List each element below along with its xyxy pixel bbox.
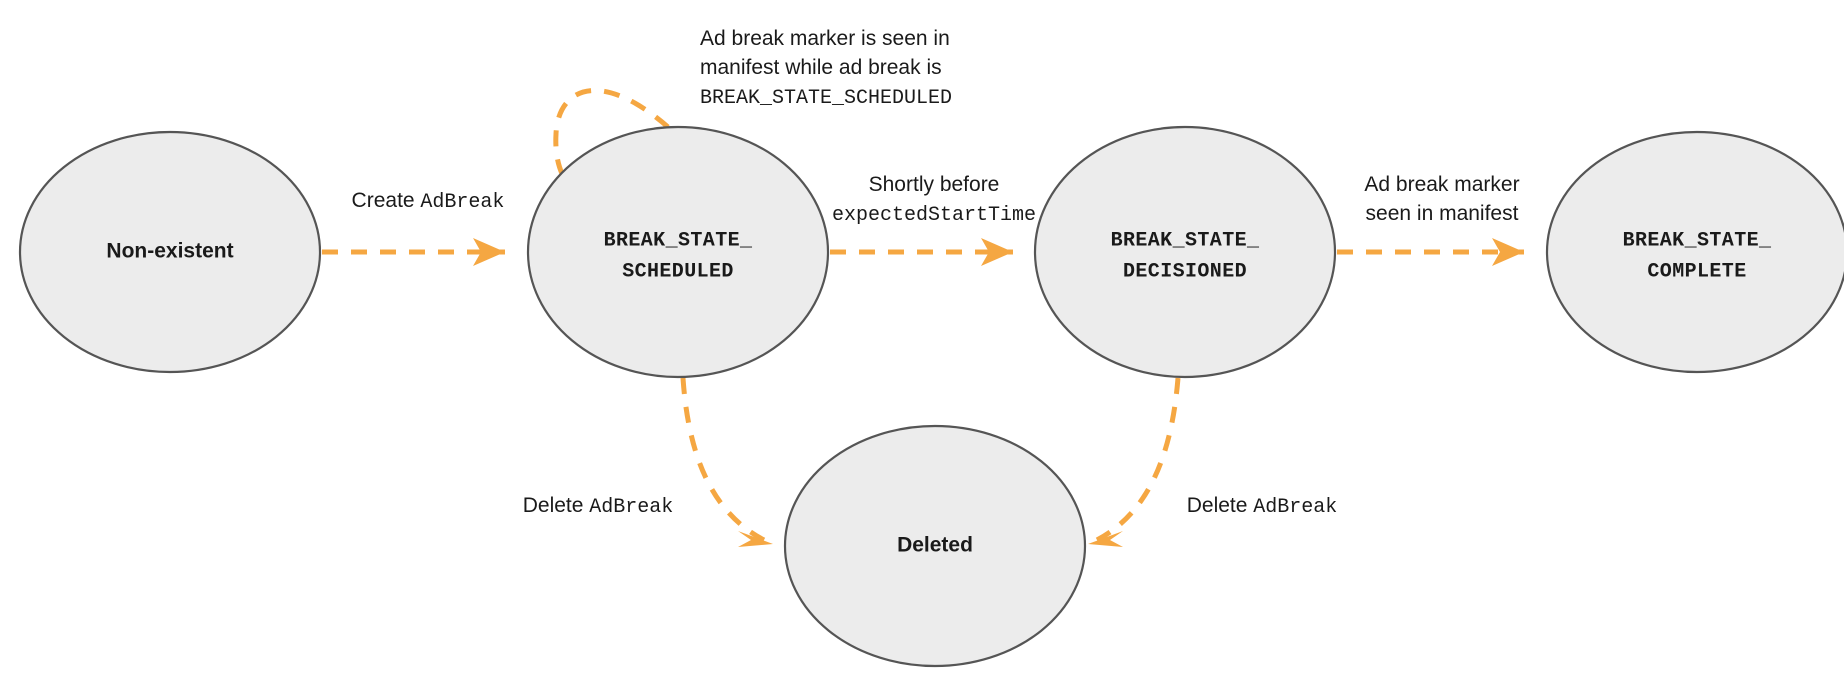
- node-non-existent-label: Non-existent: [106, 240, 233, 263]
- edge-label-layer: Create AdBreak Ad break marker is seen i…: [352, 27, 1520, 519]
- node-break-state-decisioned[interactable]: BREAK_STATE_ DECISIONED: [1033, 125, 1337, 379]
- edge-create-adbreak[interactable]: [322, 238, 505, 266]
- node-break-state-decisioned-label-line1: BREAK_STATE_: [1111, 229, 1260, 252]
- edge-delete-adbreak-from-decisioned-path: [1095, 377, 1181, 543]
- edge-shortly-before-expected-start-arrowhead: [981, 238, 1013, 266]
- edge-delete-adbreak-from-scheduled-path: [680, 377, 766, 543]
- node-break-state-scheduled-label-line1: BREAK_STATE_: [604, 229, 753, 252]
- edge-shortly-before-expected-start[interactable]: [830, 238, 1013, 266]
- edge-create-adbreak-arrowhead: [473, 238, 505, 266]
- edge-label-create-adbreak: Create AdBreak: [352, 189, 505, 214]
- edge-label-delete-adbreak-from-decisioned: Delete AdBreak: [1187, 494, 1338, 519]
- node-break-state-complete-label-line1: BREAK_STATE_: [1623, 229, 1772, 252]
- edge-marker-seen-in-manifest-arrowhead: [1492, 238, 1524, 266]
- node-break-state-complete-shape: [1545, 130, 1844, 374]
- node-break-state-scheduled-label-line2: SCHEDULED: [622, 260, 734, 283]
- edge-marker-seen-in-manifest[interactable]: [1337, 238, 1524, 266]
- node-break-state-scheduled-shape: [526, 125, 830, 379]
- node-break-state-complete[interactable]: BREAK_STATE_ COMPLETE: [1545, 130, 1844, 374]
- node-break-state-complete-label-line2: COMPLETE: [1647, 260, 1746, 283]
- node-non-existent[interactable]: Non-existent: [18, 130, 322, 374]
- node-deleted[interactable]: Deleted: [783, 424, 1087, 668]
- node-break-state-scheduled[interactable]: BREAK_STATE_ SCHEDULED: [526, 125, 830, 379]
- node-layer: Non-existent BREAK_STATE_ SCHEDULED BREA…: [18, 125, 1844, 668]
- node-deleted-label: Deleted: [897, 534, 973, 557]
- edge-delete-adbreak-from-decisioned[interactable]: [1088, 377, 1181, 547]
- edge-delete-adbreak-from-scheduled-arrowhead: [738, 531, 773, 547]
- node-break-state-decisioned-label-line2: DECISIONED: [1123, 260, 1247, 283]
- node-deleted-shape: [783, 424, 1087, 668]
- node-break-state-decisioned-shape: [1033, 125, 1337, 379]
- edge-label-delete-adbreak-from-scheduled: Delete AdBreak: [523, 494, 674, 519]
- node-non-existent-shape: [18, 130, 322, 374]
- edge-delete-adbreak-from-scheduled[interactable]: [680, 377, 773, 547]
- edge-delete-adbreak-from-decisioned-arrowhead: [1088, 531, 1123, 547]
